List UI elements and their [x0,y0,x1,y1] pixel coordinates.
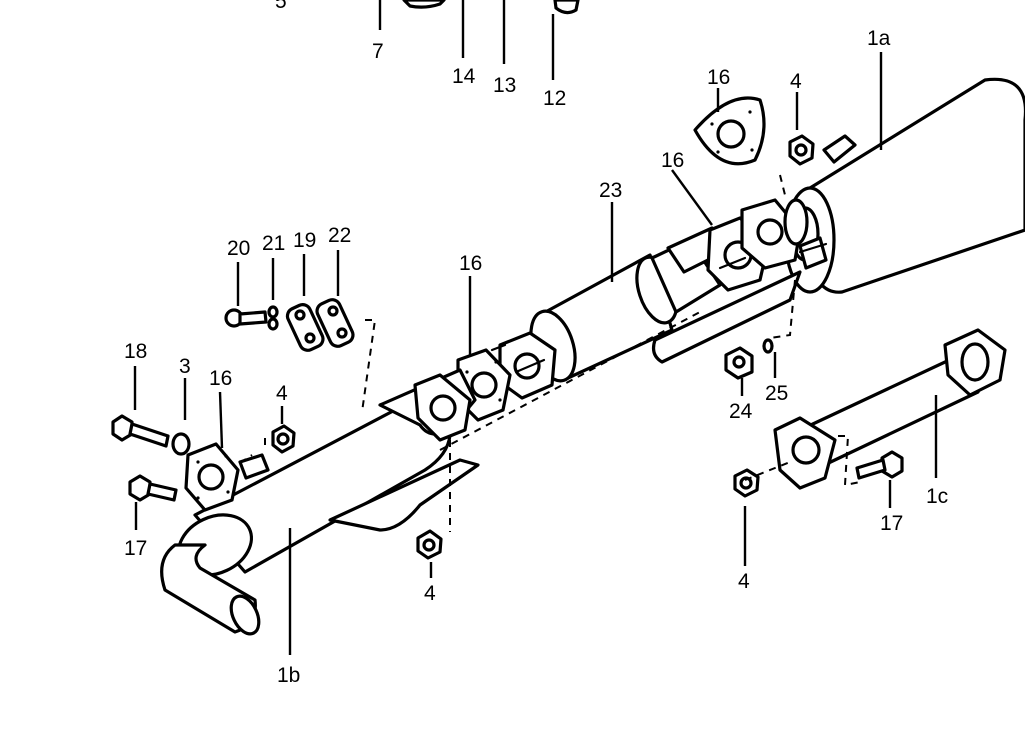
callout-7: 7 [372,40,384,63]
bolt-17-right [855,450,904,508]
callout-12: 12 [543,87,566,110]
callout-16-center: 16 [459,252,482,275]
assembly-dashed-lines [239,174,861,532]
bracket-19 [285,254,325,352]
bolt-20 [224,262,268,328]
callout-24: 24 [729,400,753,423]
callout-17-left: 17 [124,537,147,560]
callout-3: 3 [179,355,191,378]
callout-25: 25 [765,382,788,405]
callout-4-top: 4 [790,70,802,93]
o-ring-25 [762,338,777,378]
callout-16-left: 16 [209,367,232,390]
callout-13: 13 [493,74,516,97]
callout-14: 14 [452,65,476,88]
callout-labels: 5 7 14 13 12 1a 16 4 16 23 20 21 19 22 1… [124,0,948,687]
top-partial-parts [378,0,580,80]
gasket-16-top [693,88,766,166]
rear-muffler-1b [160,368,480,655]
callout-4-bottom: 4 [424,582,436,605]
nut-24 [724,346,754,396]
callout-16-mid: 16 [661,149,684,172]
callout-17-right: 17 [880,512,903,535]
callout-4-right: 4 [738,570,750,593]
center-flanges [706,198,828,292]
nut-4-left [271,406,296,454]
callout-1b: 1b [277,664,300,687]
callout-21: 21 [262,232,285,255]
gasket-16-left [184,391,240,512]
callout-5: 5 [275,0,287,13]
callout-22: 22 [328,224,351,247]
callout-16-top: 16 [707,66,730,89]
connecting-pipe-1c [773,328,1007,490]
rear-inlet-flange [413,373,472,442]
catalytic-converter-23 [529,202,730,383]
callout-1a: 1a [867,27,891,50]
callout-18: 18 [124,340,147,363]
callout-19: 19 [293,229,316,252]
callout-20: 20 [227,237,250,260]
bolt-17-left [128,474,178,530]
clip-left [238,453,270,480]
gasket-16-mid-right [671,169,713,226]
bolt-18 [111,366,170,448]
nut-4-right [733,468,760,566]
gasket-22 [315,250,355,348]
callout-1c: 1c [926,485,948,508]
callout-4-left: 4 [276,382,288,405]
nut-4-bottom [416,529,443,578]
callout-23: 23 [599,179,622,202]
lockwasher-21 [267,258,279,331]
front-muffler-1a [784,52,1025,294]
heat-shield-front [651,270,802,364]
nut-4-top [788,92,815,166]
washer-3 [171,378,191,456]
